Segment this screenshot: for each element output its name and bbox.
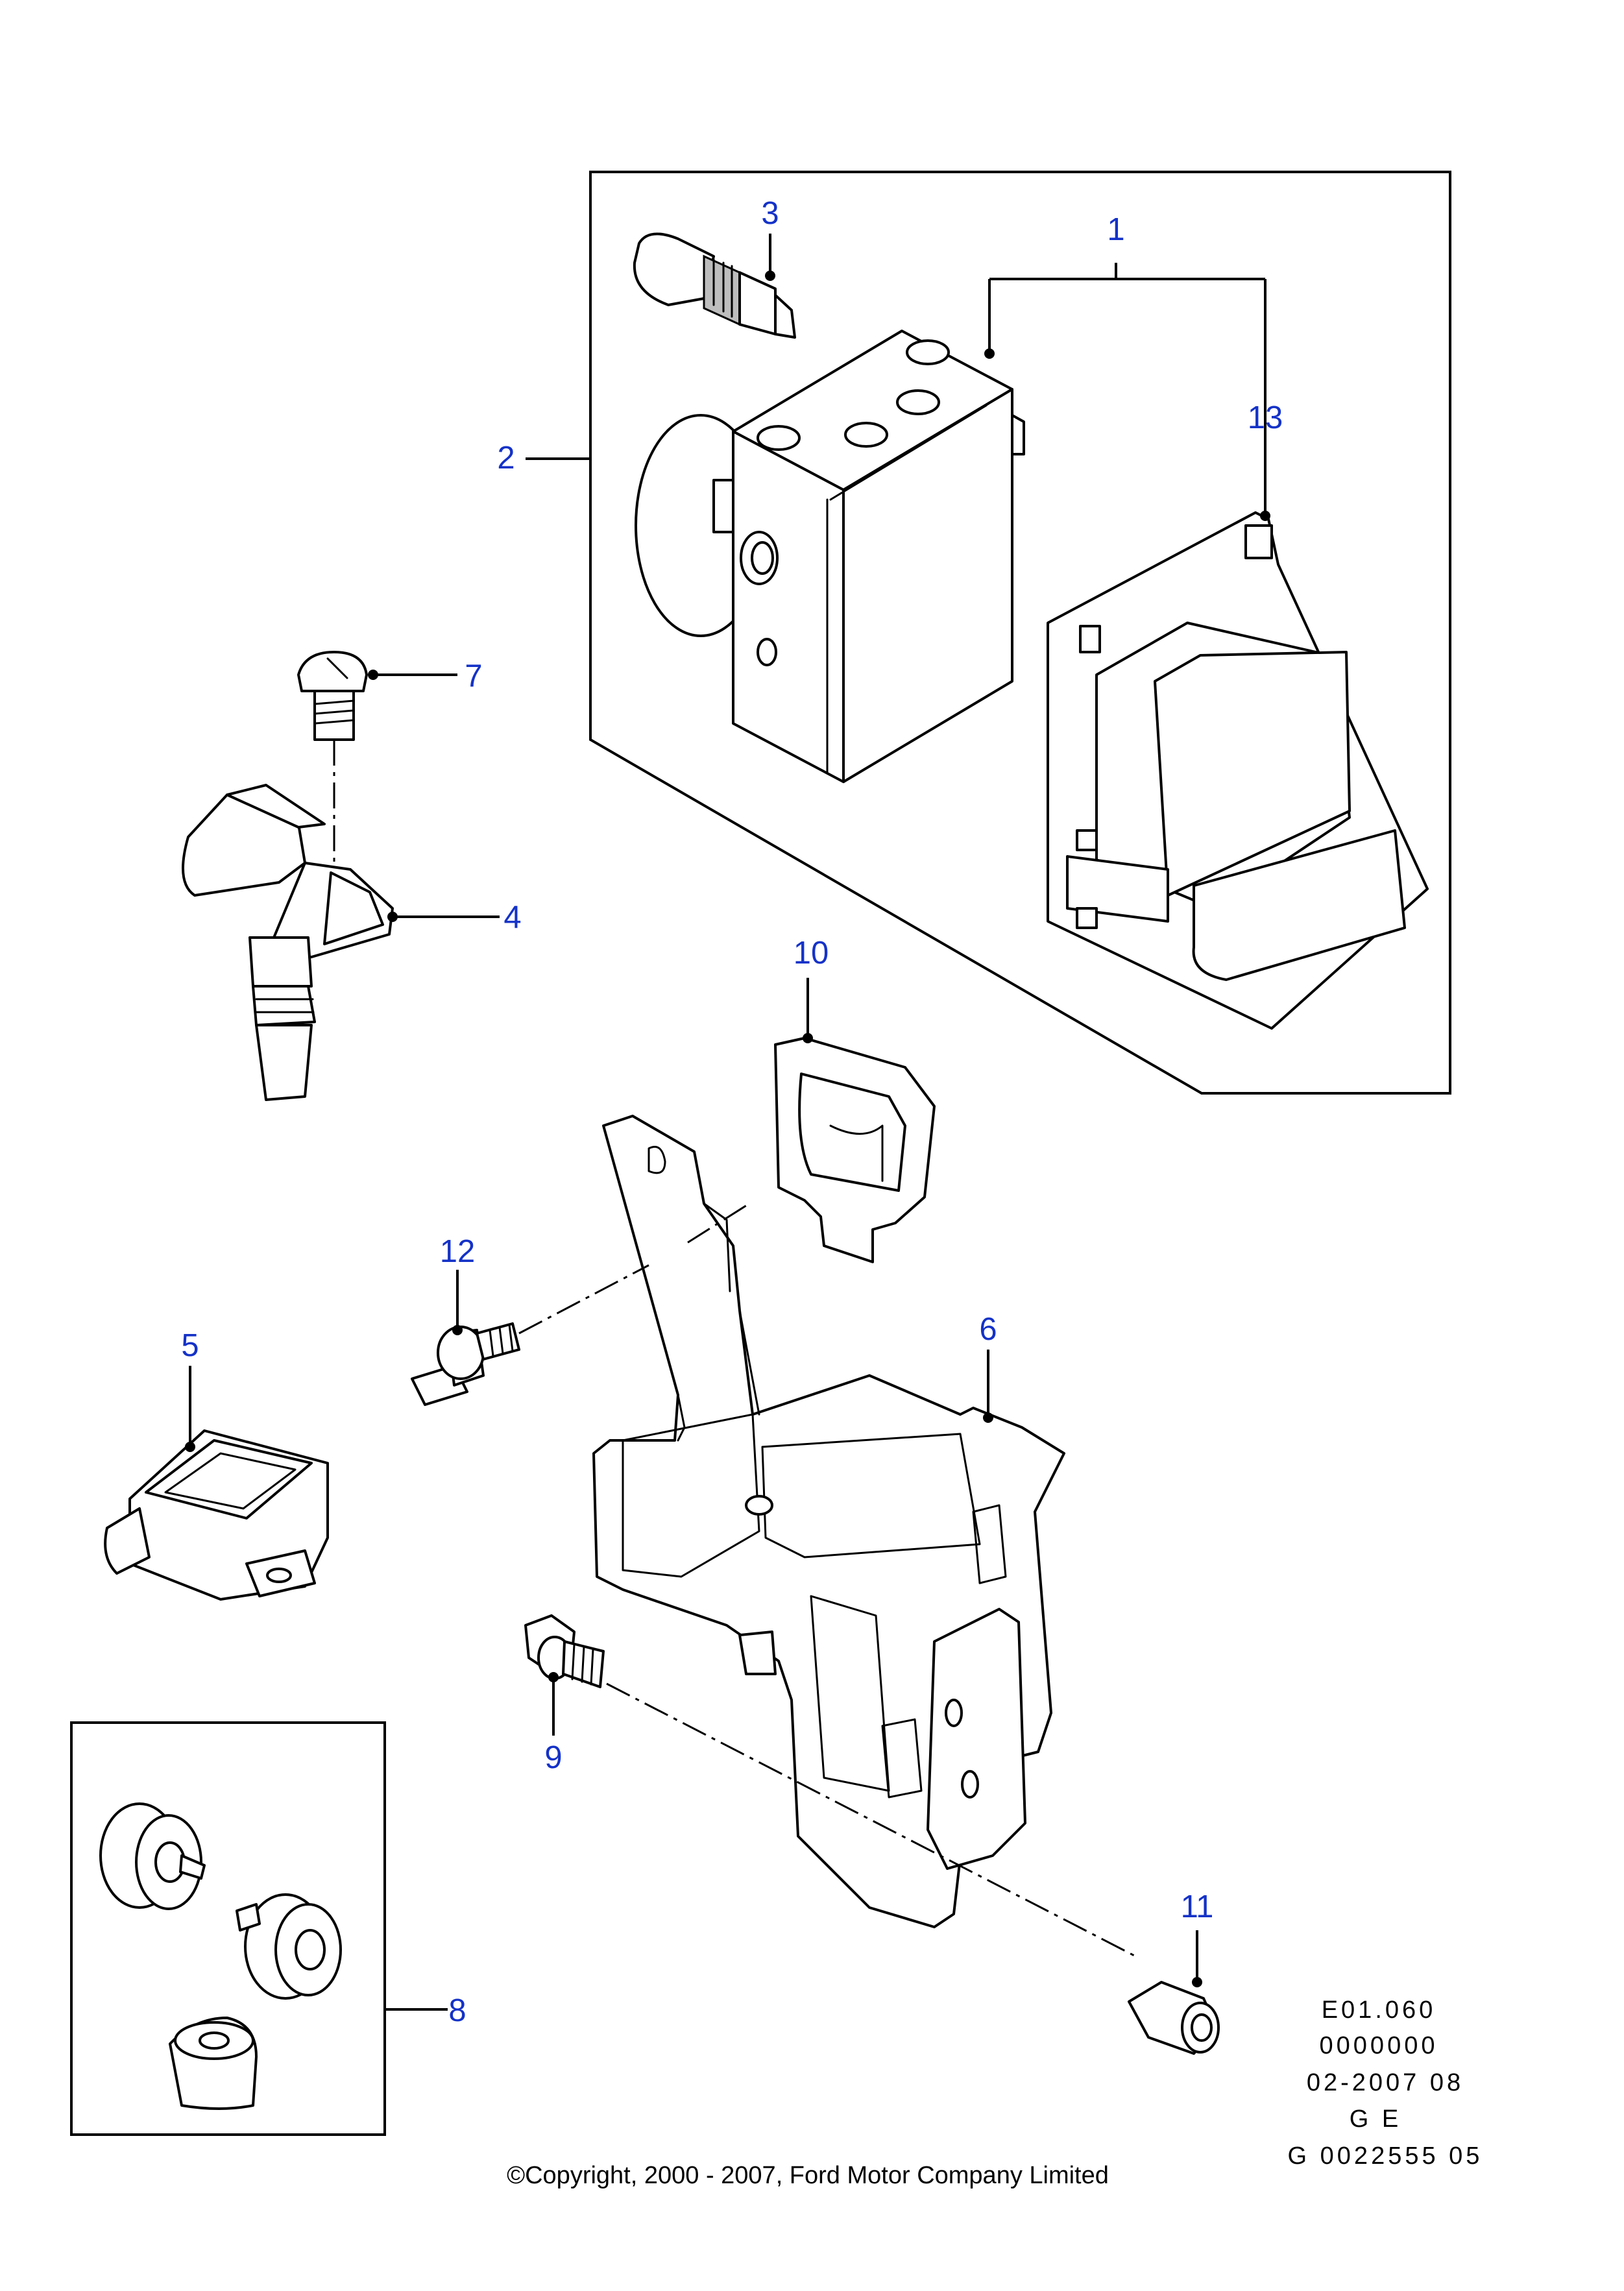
reference-line-3: 02-2007 08 (1307, 2069, 1464, 2096)
callout-13: 13 (1248, 400, 1283, 435)
nut-part (1128, 1981, 1220, 2055)
reference-line-5: G 0022555 05 (1288, 2142, 1483, 2170)
reference-block: E01.060 0000000 02-2007 08 G E G 0022555… (1288, 1996, 1483, 2170)
callout-numbers: 1 2 3 4 5 6 7 8 9 10 11 12 13 (181, 196, 1283, 2028)
bracket-clip-part (774, 1037, 936, 1263)
yaw-sensor-part (104, 1429, 329, 1601)
callout-5: 5 (181, 1328, 199, 1363)
callout-9: 9 (544, 1740, 562, 1775)
abs-hydraulic-unit-part (635, 330, 1025, 783)
reference-line-4: G E (1350, 2105, 1401, 2133)
pressure-sensor-part (633, 232, 796, 339)
speed-sensor-part (182, 784, 394, 1101)
callout-10: 10 (794, 936, 829, 971)
callout-6: 6 (979, 1312, 997, 1347)
callout-4: 4 (503, 900, 521, 935)
callout-12: 12 (440, 1234, 476, 1269)
screw-part (297, 651, 368, 741)
callout-1: 1 (1107, 212, 1124, 247)
leader-lines (185, 234, 1270, 2011)
callout-3: 3 (761, 196, 779, 231)
callout-8: 8 (448, 1993, 466, 2028)
stud-bolt-part (411, 1322, 520, 1406)
bushing-kit-part (99, 1802, 342, 2110)
reference-line-2: 0000000 (1320, 2032, 1438, 2059)
reference-line-1: E01.060 (1322, 1996, 1436, 2024)
flange-bolt-part (524, 1614, 605, 1688)
copyright-text: ©Copyright, 2000 - 2007, Ford Motor Comp… (507, 2162, 1109, 2189)
mounting-bracket-part (592, 1115, 1065, 1928)
abs-assembly-frame (589, 171, 1451, 1095)
callout-2: 2 (497, 441, 515, 476)
callout-11: 11 (1181, 1889, 1214, 1924)
abs-control-module-part (1047, 511, 1429, 1030)
bushing-kit-frame (70, 1721, 386, 2136)
callout-7: 7 (465, 659, 482, 694)
